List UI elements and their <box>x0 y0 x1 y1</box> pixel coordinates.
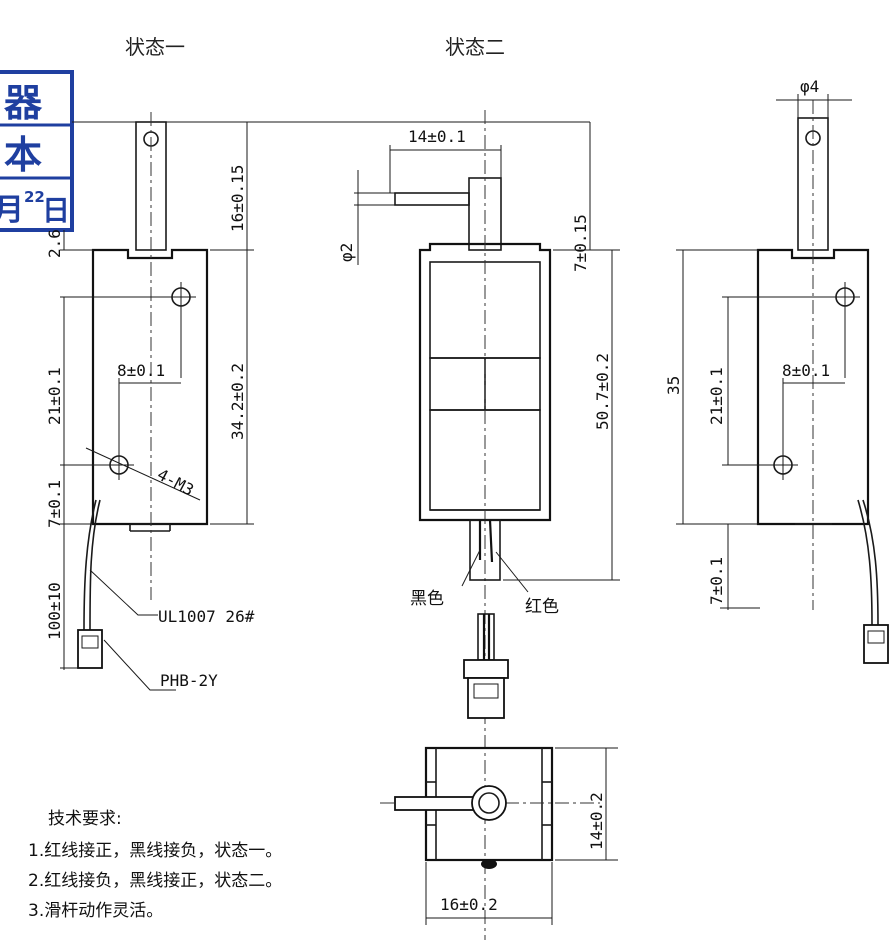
v4-dim-height: 14±0.2 <box>587 792 606 850</box>
technical-requirements: 技术要求: 1.红线接正，黑线接负，状态一。 2.红线接负，黑线接正，状态二。 … <box>28 809 282 921</box>
v3-dim-body: 35 <box>664 376 683 395</box>
requirement-item-2: 2.红线接负，黑线接正，状态二。 <box>28 871 282 891</box>
title-state-2: 状态二 <box>445 35 505 59</box>
v1-dim-holes-v: 21±0.1 <box>45 367 64 425</box>
v1-thread-label: 4-M3 <box>154 465 197 500</box>
v4-dim-width: 16±0.2 <box>440 895 498 914</box>
v3-dim-holes-h: 8±0.1 <box>782 361 830 380</box>
v3-dim-holes-v: 21±0.1 <box>707 367 726 425</box>
v3-dim-bottom: 7±0.1 <box>707 557 726 605</box>
v2-dim-top: 7±0.15 <box>571 214 590 272</box>
view-state-1: 8±0.1 4-M3 16±0.15 34.2±0.2 2.6 21±0.1 7… <box>45 112 255 691</box>
v2-wire-red: 红色 <box>525 597 559 617</box>
requirement-item-1: 1.红线接正，黑线接负，状态一。 <box>28 841 282 861</box>
approval-stamp: 器 本 月 22 日 <box>0 70 74 232</box>
v1-dim-wire: 100±10 <box>45 582 64 640</box>
view-bottom: 14±0.2 16±0.2 <box>380 746 618 925</box>
stamp-text-2: 本 <box>4 133 42 177</box>
v2-dim-plunger-h: 14±0.1 <box>408 127 466 146</box>
stamp-text-4: 日 <box>42 194 70 227</box>
stamp-superscript: 22 <box>24 188 45 206</box>
v1-dim-body: 34.2±0.2 <box>228 363 247 440</box>
v2-dim-total: 50.7±0.2 <box>593 353 612 430</box>
v1-wire-label: UL1007 26# <box>158 607 255 626</box>
v1-dim-left-small: 2.6 <box>45 229 64 258</box>
title-state-1: 状态一 <box>125 35 185 59</box>
v1-dim-top: 16±0.15 <box>228 165 247 232</box>
v1-dim-bottom: 7±0.1 <box>45 480 64 528</box>
requirements-title: 技术要求: <box>48 809 122 829</box>
view-state-2: 14±0.1 φ2 7±0.15 50.7±0.2 黑色 红色 <box>337 110 620 940</box>
stamp-text-3: 月 <box>0 193 24 228</box>
requirement-item-3: 3.滑杆动作灵活。 <box>28 901 163 921</box>
view-side: φ4 8±0.1 35 21±0.1 7±0.1 <box>664 77 889 664</box>
v2-wire-black: 黑色 <box>410 589 444 609</box>
v1-connector-label: PHB-2Y <box>160 671 218 690</box>
v3-dim-dia: φ4 <box>800 77 819 96</box>
stamp-text-1: 器 <box>4 81 43 125</box>
v1-dim-holes-h: 8±0.1 <box>117 361 165 380</box>
v2-dim-pin-dia: φ2 <box>337 243 356 262</box>
